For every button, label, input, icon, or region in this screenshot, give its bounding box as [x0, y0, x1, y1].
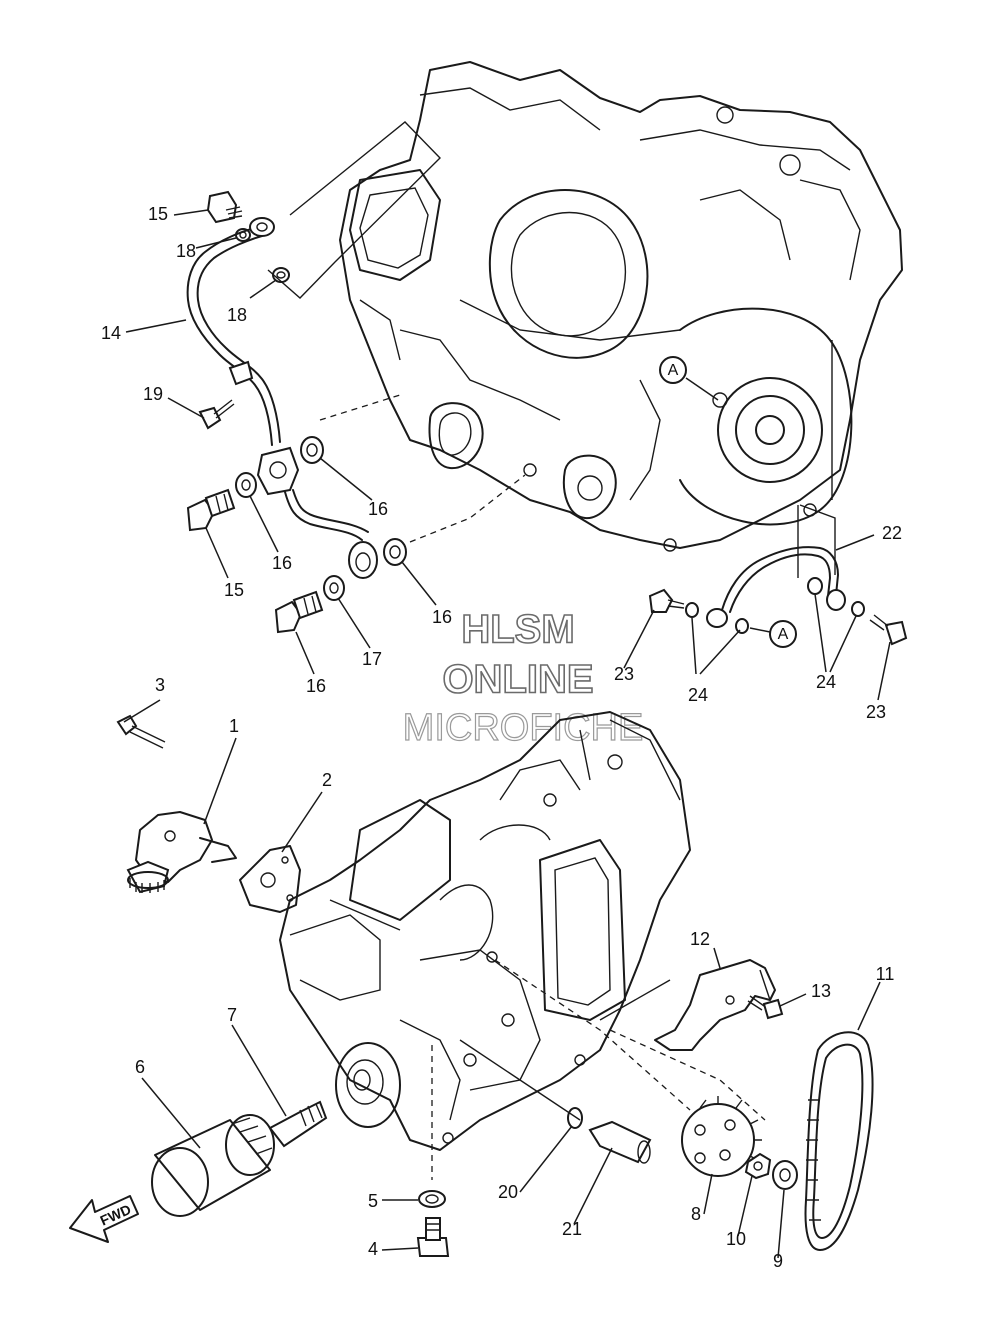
bolt-3 [116, 714, 166, 749]
union-bolt-7 [268, 1100, 328, 1148]
lower-crankcase [279, 711, 691, 1151]
oil-pipe-20 [588, 1120, 652, 1164]
callout-14: 14 [101, 323, 121, 343]
lower-assembly-lines [329, 899, 766, 1180]
upper-bracket-lines [267, 121, 526, 543]
collar-9 [772, 1160, 798, 1190]
watermark: HLSM ONLINE MICROFICHE [402, 607, 644, 750]
callout-8: 8 [691, 1204, 701, 1224]
oil-pipe-22 [706, 546, 846, 628]
callout-1: 1 [229, 716, 239, 736]
callout-16-a: 16 [368, 499, 388, 519]
washer-16-b [235, 472, 257, 498]
oil-pump-chain-guide-12 [654, 959, 776, 1051]
bolt-23-left [648, 588, 685, 613]
callout-4: 4 [368, 1239, 378, 1259]
oil-pump-drive-chain-11 [804, 1031, 874, 1251]
bolt-13 [747, 995, 784, 1020]
pipe22-bracket-lines [797, 340, 836, 578]
drain-bolt-4 [416, 1217, 450, 1257]
callout-23-right: 23 [866, 702, 886, 722]
oil-delivery-pipe-14 [186, 217, 378, 579]
callout-12: 12 [690, 929, 710, 949]
reference-mark-a-lower: A [749, 620, 797, 648]
callout-16-d: 17 [362, 649, 382, 669]
callout-6: 6 [135, 1057, 145, 1077]
oil-filter-6 [151, 1114, 275, 1217]
o-ring-21 [567, 1107, 583, 1129]
washer-16-d [323, 575, 345, 601]
reference-mark-a-upper: A [659, 356, 719, 401]
gasket-2 [239, 845, 301, 913]
washer-16-c [383, 538, 407, 566]
bolt-23-right [869, 614, 908, 646]
union-bolt-15-upper [186, 488, 236, 532]
callout-21: 20 [498, 1182, 518, 1202]
callout-24-left: 24 [688, 685, 708, 705]
callout-16-b: 16 [272, 553, 292, 573]
washer-18-lower [272, 267, 290, 283]
callout-18-lower: 18 [227, 305, 247, 325]
reference-mark-a-lower-label: A [778, 626, 789, 643]
callout-9: 9 [773, 1251, 783, 1271]
callout-3: 3 [155, 675, 165, 695]
callout-numbers: 15 18 18 14 19 16 16 16 17 15 16 22 23 2… [101, 204, 902, 1271]
callout-23-left: 23 [614, 664, 634, 684]
callout-5: 5 [368, 1191, 378, 1211]
callout-7: 7 [227, 1005, 237, 1025]
callout-20: 21 [562, 1219, 582, 1239]
nut-10 [744, 1152, 772, 1180]
union-bolt-17 [206, 190, 243, 224]
oil-pump-1 [126, 811, 237, 894]
upper-engine-block [339, 61, 903, 552]
callout-15-upper: 15 [224, 580, 244, 600]
union-bolt-15-lower [274, 590, 324, 634]
watermark-line1: HLSM [461, 608, 574, 652]
callout-15-lower: 16 [306, 676, 326, 696]
watermark-line2: ONLINE [442, 658, 593, 702]
forward-arrow: FWD [69, 1195, 139, 1243]
leader-lines [123, 209, 891, 1259]
callout-16-c: 16 [432, 607, 452, 627]
callout-13: 13 [811, 981, 831, 1001]
washer-16-a [300, 436, 324, 464]
callout-24-right: 24 [816, 672, 836, 692]
callout-19: 19 [143, 384, 163, 404]
callout-11: 11 [876, 964, 895, 984]
callout-2: 2 [322, 770, 332, 790]
washer-5 [418, 1190, 446, 1208]
callout-10: 10 [726, 1229, 746, 1249]
bolt-19 [198, 399, 235, 430]
washers-24 [685, 577, 865, 634]
callout-18-upper: 18 [176, 241, 196, 261]
callout-22: 22 [882, 523, 902, 543]
oil-pump-drive-sprocket-8 [681, 1096, 762, 1177]
callout-17: 15 [148, 204, 168, 224]
reference-mark-a-upper-label: A [668, 362, 679, 379]
